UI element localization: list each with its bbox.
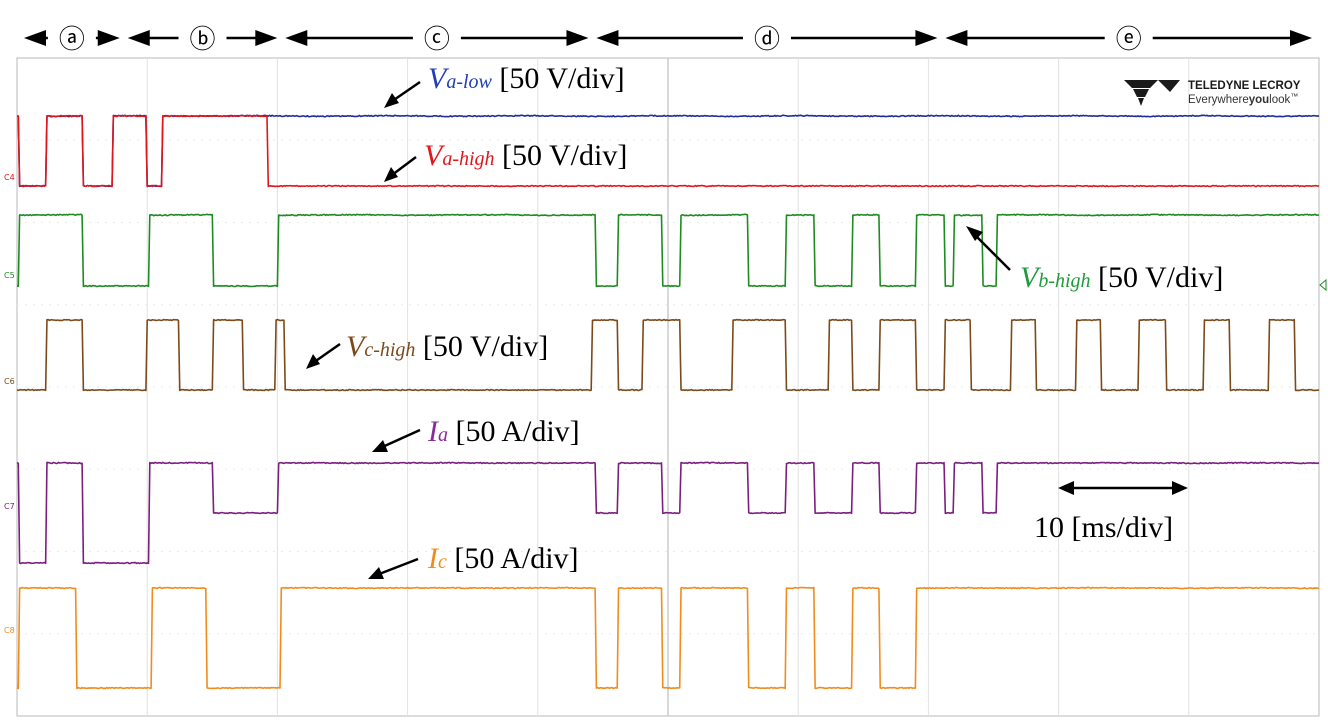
- channel-tag: C6: [4, 377, 15, 386]
- trigger-level-marker-icon: [1319, 278, 1327, 292]
- annotation-ic: Ic [50 A/div]: [368, 542, 579, 579]
- segment-label: ⓓ: [754, 25, 780, 55]
- waveform-traces: [16, 114, 1320, 690]
- trace-va-high: [16, 114, 1320, 188]
- segment-arrowhead: [127, 30, 150, 46]
- segment-arrowhead: [97, 30, 120, 46]
- annotation-va-high: Va-high [50 V/div]: [384, 139, 627, 182]
- svg-text:Vc-high [50 V/div]: Vc-high [50 V/div]: [346, 330, 548, 363]
- trace-ia: [16, 461, 1320, 565]
- channel-tag: C5: [4, 271, 15, 280]
- segment-arrowhead: [945, 30, 968, 46]
- trace-vb-high: [16, 213, 1320, 288]
- segment-arrowhead: [255, 30, 278, 46]
- svg-text:Vb-high [50 V/div]: Vb-high [50 V/div]: [1020, 261, 1223, 294]
- teledyne-lecroy-logo: TELEDYNE LECROY Everywhereyoulook™: [1124, 80, 1301, 106]
- annotation-ia: Ia [50 A/div]: [372, 415, 580, 452]
- svg-text:Va-low [50 V/div]: Va-low [50 V/div]: [428, 62, 625, 95]
- segment-label: ⓐ: [59, 25, 85, 55]
- svg-text:Ia [50 A/div]: Ia [50 A/div]: [427, 415, 580, 448]
- segment-label: ⓑ: [190, 25, 216, 55]
- segment-header: ⓐ ⓑ ⓒ ⓓ ⓔ: [24, 25, 1312, 55]
- channel-tag: C8: [4, 626, 15, 635]
- brand-name: TELEDYNE LECROY: [1188, 80, 1301, 92]
- segment-label: ⓔ: [1116, 25, 1142, 55]
- brand-tagline: Everywhereyoulook™: [1188, 92, 1298, 107]
- trace-vc-high: [16, 318, 1320, 392]
- segment-arrowhead: [596, 30, 619, 46]
- timebase-label: 10 [ms/div]: [1034, 511, 1173, 544]
- scope-grid: [17, 58, 1319, 716]
- svg-text:Va-high [50 V/div]: Va-high [50 V/div]: [424, 139, 627, 172]
- channel-tag: C4: [4, 173, 15, 182]
- annotation-va-low: Va-low [50 V/div]: [384, 62, 625, 108]
- segment-label: ⓒ: [424, 25, 450, 55]
- segment-arrowhead: [915, 30, 938, 46]
- segment-arrowhead: [24, 30, 46, 46]
- lecroy-logo-mark-icon: [1124, 80, 1180, 106]
- segment-arrowhead: [285, 30, 308, 46]
- annotation-vb-high: Vb-high [50 V/div]: [966, 226, 1223, 294]
- svg-text:Ic [50 A/div]: Ic [50 A/div]: [427, 542, 579, 575]
- timebase-indicator: 10 [ms/div]: [1034, 481, 1188, 544]
- segment-arrowhead: [566, 30, 589, 46]
- channel-tag: C7: [4, 502, 15, 511]
- annotation-vc-high: Vc-high [50 V/div]: [306, 330, 548, 369]
- segment-arrowhead: [1290, 30, 1312, 46]
- trace-ic: [16, 586, 1320, 690]
